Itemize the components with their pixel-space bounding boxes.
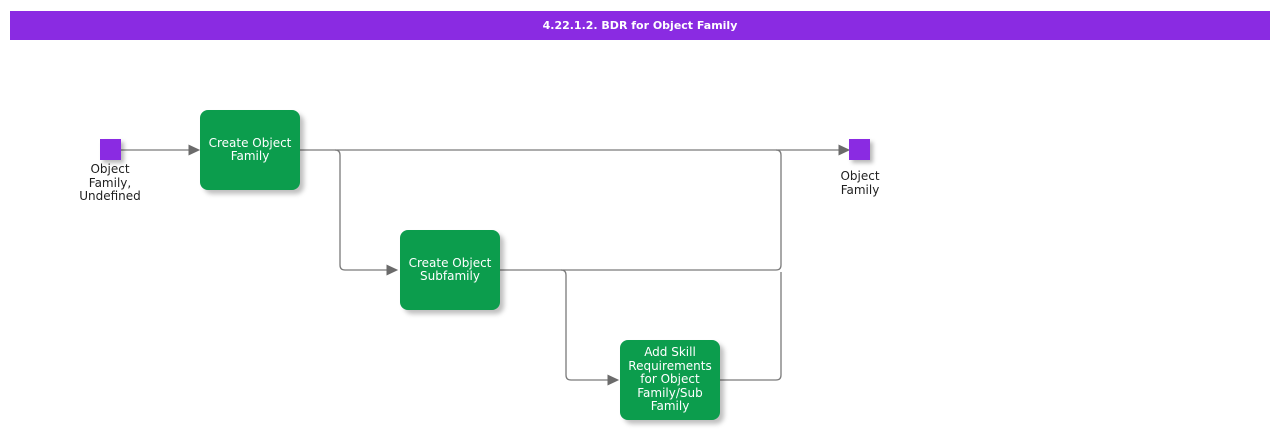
- arrowhead-into-end-node-icon: [838, 144, 851, 156]
- activity-create-object-family: Create Object Family: [200, 110, 300, 190]
- edge-add-skill-to-merge: [720, 272, 782, 381]
- arrowhead-into-create-subfamily-icon: [386, 264, 399, 276]
- edge-branch-to-create-subfamily: [334, 149, 387, 271]
- start-node: [100, 139, 121, 160]
- activity-create-object-subfamily-label: Create Object Subfamily: [408, 255, 492, 283]
- end-node: [849, 139, 870, 160]
- edge-create-subfamily-to-merge: [500, 149, 782, 271]
- activity-create-object-subfamily: Create Object Subfamily: [400, 230, 500, 310]
- edge-branch-to-add-skill: [560, 269, 608, 381]
- activity-create-object-family-label: Create Object Family: [208, 135, 292, 163]
- diagram-title-bar: 4.22.1.2. BDR for Object Family: [10, 11, 1270, 40]
- activity-add-skill-requirements-label: Add Skill Requirements for Object Family…: [628, 345, 712, 414]
- arrowhead-into-add-skill-icon: [607, 374, 620, 386]
- end-node-label: Object Family: [840, 169, 880, 197]
- start-node-label: Object Family, Undefined: [79, 162, 141, 203]
- arrowhead-into-create-family-icon: [188, 144, 201, 156]
- activity-add-skill-requirements: Add Skill Requirements for Object Family…: [620, 340, 720, 420]
- diagram-title: 4.22.1.2. BDR for Object Family: [542, 19, 738, 32]
